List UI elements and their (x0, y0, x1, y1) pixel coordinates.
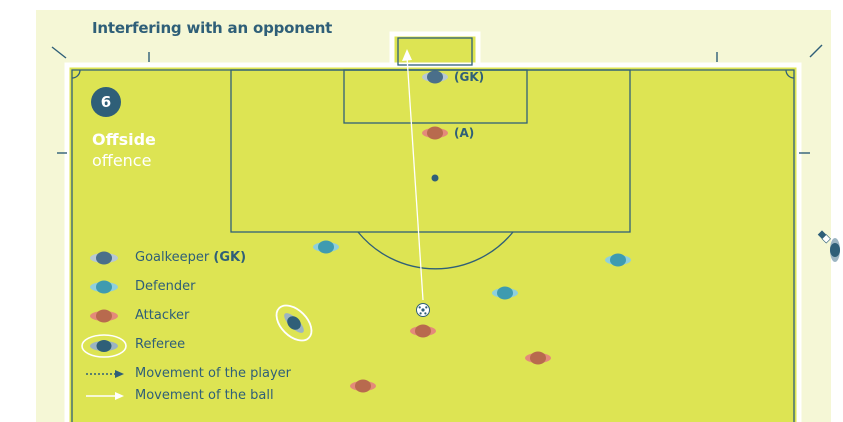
referee-icon (81, 334, 127, 358)
player-defender (605, 253, 631, 267)
player-goalkeeper (422, 70, 448, 84)
legend: Goalkeeper (GK) Defender Attacker Refere… (80, 248, 320, 408)
scenario-number-badge: 6 (91, 87, 121, 117)
legend-item-player-movement: Movement of the player (80, 364, 320, 386)
legend-label: Referee (135, 337, 186, 352)
attacker-icon (90, 309, 118, 323)
goalkeeper-tag: (GK) (454, 70, 485, 84)
player-attacker (350, 379, 376, 393)
player-attacker (525, 351, 551, 365)
solid-arrow-icon (86, 392, 124, 400)
legend-item-goalkeeper: Goalkeeper (GK) (80, 248, 320, 270)
attacker-tag: (A) (454, 126, 475, 140)
ball (416, 303, 430, 317)
player-defender (313, 240, 339, 254)
legend-item-ball-movement: Movement of the ball (80, 386, 320, 408)
player-attacker (410, 324, 436, 338)
legend-item-referee: Referee (80, 334, 320, 358)
legend-label: Attacker (135, 308, 190, 323)
corner-arc-left (71, 69, 81, 79)
goal-area (343, 69, 528, 124)
player-defender (492, 286, 518, 300)
pitch (67, 65, 799, 422)
legend-item-defender: Defender (80, 277, 320, 299)
ball-movement-arrow (406, 56, 424, 301)
goalkeeper-icon (90, 251, 118, 265)
heading-offside: Offside (92, 130, 156, 149)
corner-arc-right (785, 69, 795, 79)
defender-icon (90, 280, 118, 294)
legend-label: Movement of the ball (135, 388, 274, 403)
player-attacker-a (422, 126, 448, 140)
legend-label: Goalkeeper (GK) (135, 250, 247, 265)
assistant-referee (830, 238, 840, 262)
penalty-spot (431, 174, 439, 182)
corner-mark-left (51, 46, 67, 59)
dotted-arrow-icon (86, 370, 124, 378)
ball-arrow-head (402, 49, 412, 61)
goal-inner-line (397, 37, 473, 66)
heading-offence: offence (92, 151, 152, 170)
legend-item-attacker: Attacker (80, 306, 320, 328)
legend-label: Movement of the player (135, 366, 291, 381)
legend-label: Defender (135, 279, 196, 294)
penalty-arc (357, 231, 514, 270)
corner-mark-right (809, 44, 823, 58)
diagram-title: Interfering with an opponent (92, 19, 333, 37)
